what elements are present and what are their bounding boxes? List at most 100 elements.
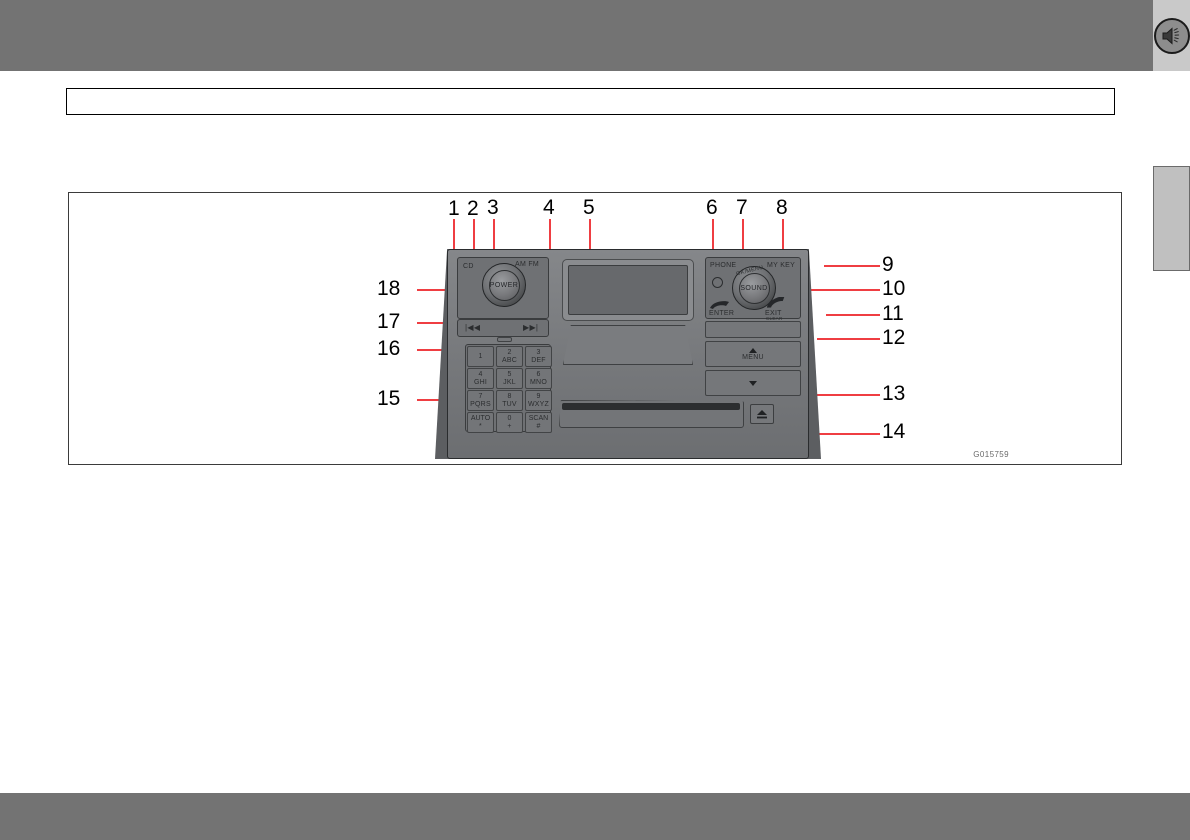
callout-8: 8 [776,196,788,219]
sound-ok-menu-knob[interactable]: SOUND [732,266,776,310]
callout-7: 7 [736,196,748,219]
key-number: 8 [507,393,512,401]
leader-line-14a [787,433,880,435]
key-number: SCAN [528,415,549,423]
car-audio-faceplate: CD AM FM SAT POWER |◀◀ ▶▶| 1 2 [435,249,821,459]
menu-up-button[interactable]: MENU [705,341,801,367]
callout-11: 11 [882,302,904,325]
leader-line-9 [824,265,880,267]
clear-button-label[interactable]: CLEAR [766,316,783,321]
power-knob-cap[interactable]: POWER [488,269,520,301]
key-letters: WXYZ [527,400,550,408]
figure-id-caption: G015759 [973,450,1009,459]
page-footer-bar [0,793,1190,840]
my-key-button-label[interactable]: MY KEY [767,262,796,269]
power-volume-knob[interactable]: POWER [482,263,526,307]
key-letters: PQRS [470,400,491,408]
key-number: AUTO [470,415,491,423]
chevron-down-icon [749,380,757,386]
keypad-key-9[interactable]: 9 WXYZ [525,390,552,411]
key-number: 5 [507,371,512,379]
faceplate-release-tab[interactable] [497,337,512,342]
page-header-bar [0,0,1153,71]
keypad-key-0[interactable]: 0 + [496,412,523,433]
display-bezel [562,259,694,321]
cd-button-label[interactable]: CD [463,263,474,270]
speaker-icon [1153,17,1190,54]
callout-2: 2 [467,197,479,220]
leader-line-3 [493,219,495,251]
callout-5: 5 [583,196,595,219]
standby-circle-icon [712,277,723,288]
callout-4: 4 [543,196,555,219]
key-letters: + [507,422,512,430]
keypad-key-7[interactable]: 7 PQRS [467,390,494,411]
callout-15: 15 [377,387,401,410]
leader-line-11 [826,314,880,316]
keypad-key-2[interactable]: 2 ABC [496,346,523,367]
callout-9: 9 [882,253,894,276]
previous-track-icon[interactable]: |◀◀ [465,323,481,332]
menu-label: MENU [742,353,764,361]
answer-call-icon [710,301,729,309]
key-number: 2 [507,349,512,357]
key-number: 3 [536,349,541,357]
key-number: 7 [478,393,483,401]
keypad-key-5[interactable]: 5 JKL [496,368,523,389]
menu-down-button[interactable] [705,370,801,396]
key-letters: TUV [502,400,517,408]
blank-preset-bar-button[interactable] [705,321,801,338]
section-tab-marker [1153,166,1190,271]
end-call-icon [766,297,785,308]
display-lower-trim [563,325,693,365]
sound-knob-label: SOUND [740,284,768,292]
page-title-box [66,88,1115,115]
key-letters: JKL [503,378,516,386]
keypad-key-scan[interactable]: SCAN # [525,412,552,433]
keypad-key-6[interactable]: 6 MNO [525,368,552,389]
leader-line-8 [782,219,784,257]
keypad-key-1[interactable]: 1 [467,346,494,367]
key-letters: * [479,422,482,430]
leader-line-10 [799,289,880,291]
callout-16: 16 [377,337,401,360]
leader-line-12 [817,338,880,340]
chevron-up-icon [749,347,757,353]
cd-eject-button[interactable] [750,404,774,424]
callout-17: 17 [377,310,401,333]
leader-line-1 [453,219,455,259]
key-letters: # [536,422,541,430]
callout-13: 13 [882,382,906,405]
enter-button-label[interactable]: ENTER [709,310,735,317]
leader-line-7 [742,219,744,251]
sound-knob-cap[interactable]: SOUND [738,272,770,304]
key-number: 6 [536,371,541,379]
power-knob-label: POWER [489,281,519,289]
next-track-icon[interactable]: ▶▶| [523,323,539,332]
leader-line-5 [589,219,591,273]
keypad-key-3[interactable]: 3 DEF [525,346,552,367]
exit-button-label[interactable]: EXIT [765,310,782,317]
key-number: 9 [536,393,541,401]
callout-12: 12 [882,326,906,349]
leader-line-4 [549,219,551,255]
phone-button-label[interactable]: PHONE [710,262,737,269]
chapter-icon-badge [1153,0,1190,71]
callout-14: 14 [882,420,906,443]
cd-slot-opening[interactable] [562,403,740,410]
callout-18: 18 [377,277,401,300]
key-letters: GHI [473,378,488,386]
callout-1: 1 [448,197,460,220]
keypad-key-8[interactable]: 8 TUV [496,390,523,411]
key-number: 0 [507,415,512,423]
key-letters: DEF [531,356,546,364]
track-seek-group [457,319,549,337]
key-number: 4 [478,371,483,379]
keypad-key-4[interactable]: 4 GHI [467,368,494,389]
keypad-key-auto[interactable]: AUTO * [467,412,494,433]
amfm-button-label[interactable]: AM FM [515,261,540,268]
leader-line-2 [473,219,475,267]
key-number: 1 [478,352,483,360]
lcd-display-screen [568,265,688,315]
